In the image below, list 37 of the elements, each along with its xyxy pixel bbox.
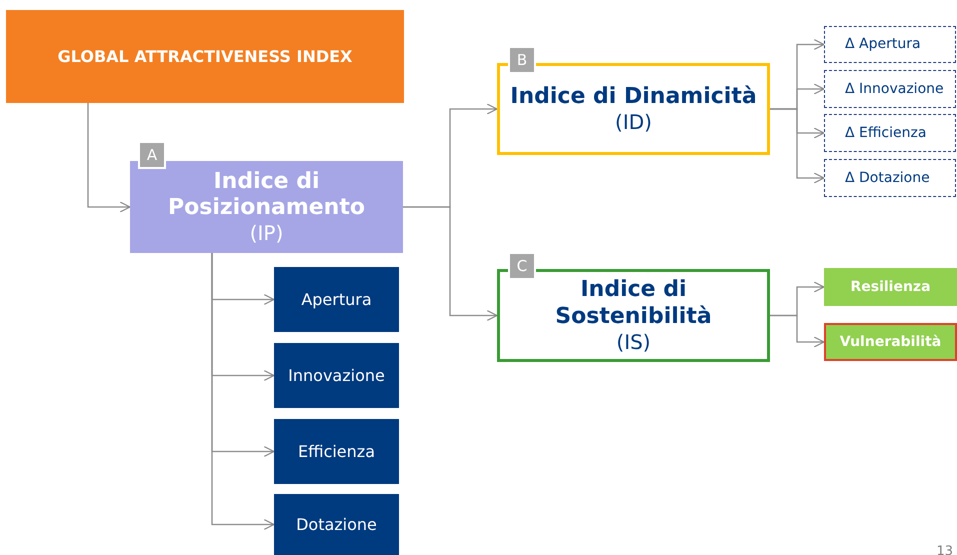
node-title: Δ Dotazione [844, 170, 931, 186]
node-title: Δ Apertura [844, 36, 922, 53]
node-title: GLOBAL ATTRACTIVENESS INDEX [56, 46, 354, 66]
abbreviation: (IP) [248, 221, 284, 246]
arrow [211, 253, 275, 530]
node-title: Δ Efficienza [844, 124, 928, 142]
delta-box [824, 70, 956, 108]
component-box [274, 494, 399, 555]
delta-box [824, 114, 956, 152]
node-title: Innovazione [287, 366, 386, 386]
sub-index-box [824, 323, 957, 361]
component-box [274, 419, 399, 484]
delta-box [824, 26, 956, 63]
node-title: Indice di Dinamicità [509, 84, 758, 110]
node-title: Indice di Posizionamento [167, 168, 366, 222]
arrow [87, 103, 131, 213]
arrow [403, 206, 498, 322]
node-title: Δ Innovazione [844, 80, 945, 98]
arrow [770, 314, 825, 348]
component-box [274, 343, 399, 408]
node-title: Efficienza [296, 442, 376, 462]
arrow [770, 108, 825, 184]
delta-box [824, 159, 956, 197]
sub-index-box [824, 268, 957, 306]
component-box [274, 267, 399, 332]
node-title: Indice di Sostenibilità [554, 277, 713, 330]
node-title: Apertura [300, 290, 373, 310]
page-number: 13 [936, 544, 953, 555]
title-box [6, 10, 404, 103]
badge-letter: A [138, 141, 166, 169]
node-title: Dotazione [295, 514, 378, 534]
abbreviation: (IS) [615, 330, 652, 354]
badge-letter: B [508, 46, 536, 74]
node-title: Resilienza [849, 278, 932, 296]
abbreviation: (ID) [614, 110, 653, 134]
badge-letter: C [508, 252, 536, 280]
node-title: Vulnerabilità [838, 334, 942, 350]
